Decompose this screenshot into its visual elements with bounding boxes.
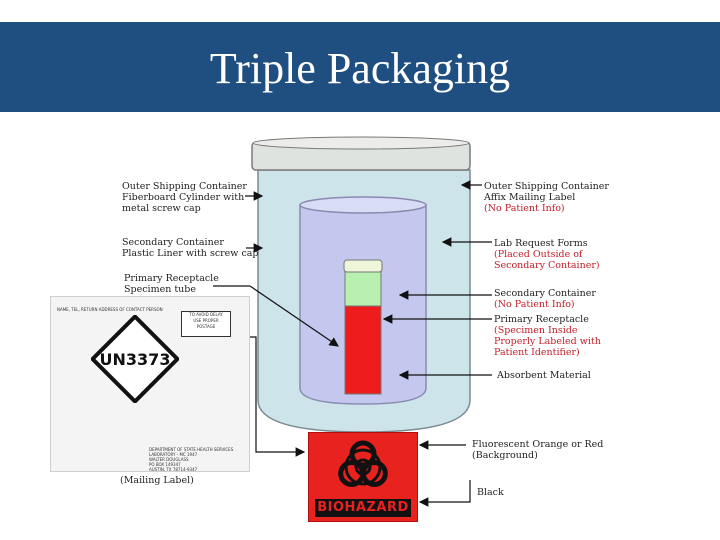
mailing-label: NAME, TEL, RETURN ADDRESS OF CONTACT PER… — [50, 296, 250, 472]
secondary-container-rim — [299, 196, 427, 214]
un3373-diamond: UN3373 — [91, 315, 179, 403]
biohazard-label: BIOHAZARD — [308, 432, 418, 522]
title-bar — [0, 22, 720, 112]
biohazard-text: BIOHAZARD — [315, 499, 411, 517]
biohazard-icon — [338, 440, 388, 487]
outer-container-lid — [251, 136, 471, 171]
mailing-label-header: NAME, TEL, RETURN ADDRESS OF CONTACT PER… — [57, 307, 163, 312]
mailing-label-connector — [248, 336, 306, 457]
primary-tube-green — [344, 271, 382, 307]
arrow-black — [418, 480, 471, 507]
right-label-black: Black — [477, 487, 504, 498]
primary-tube-cap — [343, 259, 383, 273]
right-label-absorbent: Absorbent Material — [497, 370, 591, 381]
mailing-label-caption: (Mailing Label) — [120, 475, 194, 486]
right-label-secondary: Secondary Container (No Patient Info) — [494, 288, 596, 310]
right-label-fluorescent: Fluorescent Orange or Red(Background) — [472, 439, 604, 461]
primary-tube-red — [344, 305, 382, 395]
un-number: UN3373 — [100, 350, 171, 369]
page-title: Triple Packaging — [209, 44, 511, 93]
